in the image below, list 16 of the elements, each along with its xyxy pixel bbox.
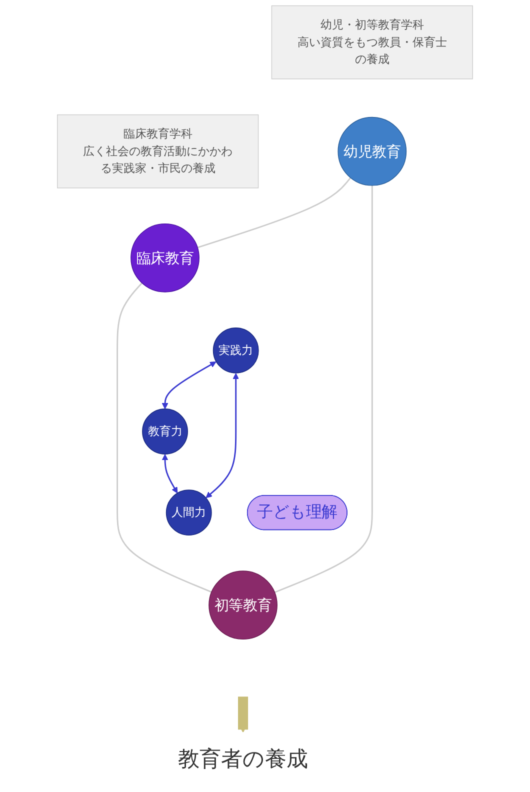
node-circle: 実践力 <box>212 328 259 374</box>
node-circle: 初等教育 <box>208 570 278 640</box>
node-circle: 教育力 <box>142 408 188 454</box>
node-circle: 人間力 <box>166 490 212 536</box>
node-box: 幼児・初等教育学科 高い資質をもつ教員・保育士の養成 <box>271 5 473 80</box>
arrow <box>162 362 216 410</box>
node-box: 臨床教育学科 広く社会の教育活動にかかわる実践家・市民の養成 <box>57 114 259 188</box>
node-circle: 臨床教育 <box>130 223 200 292</box>
arrow <box>206 373 240 498</box>
node-circle: 幼児教育 <box>338 116 407 186</box>
connector <box>274 185 373 594</box>
arrow <box>238 694 248 733</box>
connector <box>197 177 352 248</box>
node-text: 教育者の養成 <box>178 746 308 772</box>
connector <box>116 282 212 593</box>
arrow <box>162 454 178 494</box>
